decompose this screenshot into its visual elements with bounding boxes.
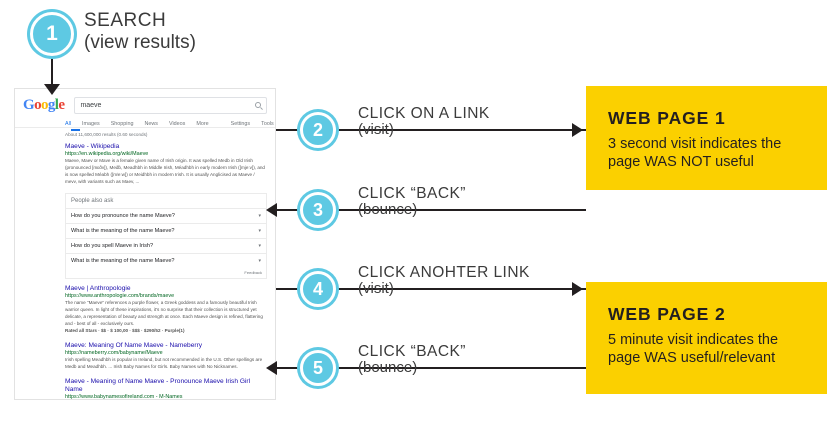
tab-settings[interactable]: Settings xyxy=(230,121,251,127)
paa-question-text: What is the meaning of the name Maeve? xyxy=(71,227,175,234)
card-1-heading: WEB PAGE 1 xyxy=(608,108,726,128)
step-badge-2-number: 2 xyxy=(312,119,323,140)
step-5-sub: (bounce) xyxy=(358,359,418,377)
step-badge-5-number: 5 xyxy=(312,357,323,378)
step1-subtitle: (view results) xyxy=(84,32,196,54)
step-badge-2: 2 xyxy=(300,112,336,148)
step-badge-1: 1 xyxy=(30,12,74,56)
result-rating: Rated all Stars · $$ · $ 100,00 · $$$ · … xyxy=(65,327,185,333)
step1-arrow-stem xyxy=(51,56,53,88)
paa-question-text: How do you spell Maeve in Irish? xyxy=(71,242,154,249)
chevron-down-icon[interactable]: ▾ xyxy=(258,257,261,264)
result-title[interactable]: Maeve - Wikipedia xyxy=(65,143,120,150)
search-query-text: maeve xyxy=(80,102,102,109)
arrow-right-icon xyxy=(572,282,583,296)
paa-question[interactable]: How do you spell Maeve in Irish? ▾ xyxy=(66,237,266,253)
chevron-down-icon[interactable]: ▾ xyxy=(258,212,261,219)
step-4-main: CLICK ANOHTER LINK xyxy=(358,264,530,281)
step-2-sub: (visit) xyxy=(358,121,394,139)
step-label-5: CLICK “BACK” (bounce) xyxy=(358,343,466,377)
arrow-down-icon xyxy=(44,84,60,95)
search-result[interactable]: Maeve | Anthropologie https://www.anthro… xyxy=(65,285,267,335)
step-label-3: CLICK “BACK” (bounce) xyxy=(358,185,466,219)
search-input[interactable]: maeve xyxy=(74,97,267,114)
search-icon[interactable] xyxy=(255,102,261,108)
result-url[interactable]: https://nameberry.com/babyname/Maeve xyxy=(65,349,163,356)
tab-images[interactable]: Images xyxy=(82,121,100,127)
logo-letter-e: e xyxy=(58,97,65,113)
step1-label: SEARCH (view results) xyxy=(84,10,196,55)
logo-letter-o1: o xyxy=(34,97,41,113)
serp-results: About 11,600,000 results (0.60 seconds) … xyxy=(15,128,275,400)
step-3-sub: (bounce) xyxy=(358,201,418,219)
arrow-left-icon xyxy=(266,203,277,217)
web-page-card-1: WEB PAGE 1 3 second visit indicates the … xyxy=(586,86,827,190)
step-3-main: CLICK “BACK” xyxy=(358,185,466,202)
step-badge-3: 3 xyxy=(300,192,336,228)
paa-feedback-link[interactable]: Feedback xyxy=(244,269,262,275)
tab-all[interactable]: All xyxy=(65,121,71,127)
step-badge-3-number: 3 xyxy=(312,199,323,220)
logo-letter-l: l xyxy=(54,97,59,113)
result-url[interactable]: https://en.wikipedia.org/wiki/Maeve xyxy=(65,151,149,158)
paa-header: People also ask xyxy=(71,197,114,204)
search-result[interactable]: Maeve - Wikipedia https://en.wikipedia.o… xyxy=(65,143,267,186)
paa-question[interactable]: What is the meaning of the name Maeve? ▾ xyxy=(66,222,266,238)
paa-question-text: What is the meaning of the name Maeve? xyxy=(71,257,175,264)
arrow-left-icon xyxy=(266,361,277,375)
step-badge-4-number: 4 xyxy=(312,278,323,299)
step-2-main: CLICK ON A LINK xyxy=(358,105,490,122)
web-page-card-2: WEB PAGE 2 5 minute visit indicates the … xyxy=(586,282,827,394)
tab-more[interactable]: More xyxy=(196,121,209,127)
serp-nav-tabs: All Images Shopping News Videos More Set… xyxy=(15,118,275,128)
flow-line-step-5 xyxy=(276,367,586,369)
step-5-main: CLICK “BACK” xyxy=(358,343,466,360)
step-4-sub: (visit) xyxy=(358,280,394,298)
result-snippet: Irish spelling Meadhbh is popular in Ire… xyxy=(65,356,263,369)
chevron-down-icon[interactable]: ▾ xyxy=(258,242,261,249)
result-title[interactable]: Maeve - Meaning of Name Maeve - Pronounc… xyxy=(65,377,251,393)
flow-line-step-2 xyxy=(276,129,586,131)
logo-letter-g: G xyxy=(23,97,35,113)
card-1-body: 3 second visit indicates the page WAS NO… xyxy=(608,136,782,170)
card-2-body: 5 minute visit indicates the page WAS us… xyxy=(608,332,779,366)
step-label-2: CLICK ON A LINK (visit) xyxy=(358,105,490,139)
tab-videos[interactable]: Videos xyxy=(168,121,186,127)
paa-question[interactable]: What is the meaning of the name Maeve? ▾ xyxy=(66,252,266,268)
search-result[interactable]: Maeve - Meaning of Name Maeve - Pronounc… xyxy=(65,377,267,400)
result-title[interactable]: Maeve | Anthropologie xyxy=(65,284,131,292)
tab-news[interactable]: News xyxy=(144,121,158,127)
result-url[interactable]: https://www.babynamesofireland.com - M-N… xyxy=(65,394,183,400)
logo-letter-g2: g xyxy=(47,97,55,113)
logo-letter-o2: o xyxy=(40,97,48,113)
search-result[interactable]: Maeve: Meaning Of Name Maeve - Nameberry… xyxy=(65,342,267,371)
step-badge-5: 5 xyxy=(300,350,336,386)
result-title[interactable]: Maeve: Meaning Of Name Maeve - Nameberry xyxy=(65,341,203,349)
result-snippet: Maeve, Maev or Mave is a female given na… xyxy=(65,158,265,184)
arrow-right-icon xyxy=(572,123,583,137)
tab-tools[interactable]: Tools xyxy=(261,121,274,127)
paa-question-text: How do you pronounce the name Maeve? xyxy=(71,212,175,219)
flow-line-step-3 xyxy=(276,209,586,211)
step-badge-1-number: 1 xyxy=(46,22,58,45)
result-url[interactable]: https://www.anthropologie.com/brands/mae… xyxy=(65,293,175,300)
paa-question[interactable]: How do you pronounce the name Maeve? ▾ xyxy=(66,207,266,223)
google-logo: Google xyxy=(23,97,65,114)
serp-header: Google maeve xyxy=(15,89,275,118)
results-stats: About 11,600,000 results (0.60 seconds) xyxy=(65,132,148,137)
card-2-heading: WEB PAGE 2 xyxy=(608,304,726,324)
google-serp-panel: Google maeve All Images Shopping News Vi… xyxy=(14,88,276,400)
step-label-4: CLICK ANOHTER LINK (visit) xyxy=(358,264,530,298)
step-badge-4: 4 xyxy=(300,271,336,307)
flow-line-step-4 xyxy=(276,288,586,290)
tab-shopping[interactable]: Shopping xyxy=(110,121,134,127)
result-snippet: The name "Maeve" references a purple flo… xyxy=(65,300,263,326)
people-also-ask: People also ask How do you pronounce the… xyxy=(65,192,267,279)
step1-title: SEARCH xyxy=(84,10,167,31)
chevron-down-icon[interactable]: ▾ xyxy=(258,227,261,234)
